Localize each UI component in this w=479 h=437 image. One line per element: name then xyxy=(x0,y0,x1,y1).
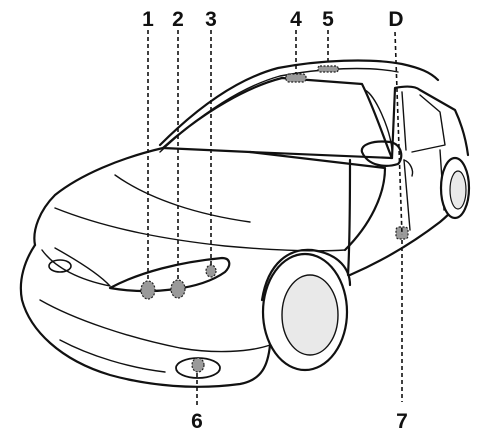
leader-D xyxy=(394,31,403,236)
callout-labels: 1 2 3 4 5 D 6 7 xyxy=(142,8,408,433)
hood-left-edge xyxy=(33,146,165,247)
side-window-frame xyxy=(390,85,470,160)
badge xyxy=(48,259,72,273)
roof-inner-line xyxy=(159,67,399,153)
rear-window xyxy=(401,91,446,153)
callout-4: 4 xyxy=(290,8,302,31)
a-pillar xyxy=(364,89,393,151)
callout-3: 3 xyxy=(205,8,217,31)
front-wheel-rim-edge xyxy=(281,274,339,356)
marker-7 xyxy=(395,226,409,240)
callout-7: 7 xyxy=(396,410,408,433)
bumper-intake xyxy=(59,339,166,373)
marker-6 xyxy=(191,357,205,373)
hood-front-edge xyxy=(54,207,346,252)
marker-5 xyxy=(317,65,339,73)
callout-1: 1 xyxy=(142,8,154,31)
grille xyxy=(41,247,111,287)
callout-6: 6 xyxy=(191,410,203,433)
side-mirror xyxy=(360,140,403,167)
hood-right-edge xyxy=(248,150,387,252)
rear-wheel-rim xyxy=(449,170,467,210)
door-handle xyxy=(403,159,414,177)
front-bumper xyxy=(19,243,272,388)
callout-D: D xyxy=(388,8,403,31)
bumper-lower-line xyxy=(39,299,271,353)
marker-3 xyxy=(205,264,217,278)
windshield xyxy=(161,76,394,160)
headlamp-housing xyxy=(108,256,231,293)
marker-1 xyxy=(140,280,156,300)
front-wheel-arch xyxy=(260,248,352,302)
front-wheel-rim xyxy=(282,275,338,355)
door-seams xyxy=(403,149,445,231)
callout-2: 2 xyxy=(172,8,184,31)
callout-5: 5 xyxy=(322,8,334,31)
wheels xyxy=(260,156,471,372)
leader-lines xyxy=(147,30,403,405)
front-door-edge xyxy=(346,158,352,277)
marker-4 xyxy=(285,73,307,83)
hood-crease xyxy=(114,174,251,223)
marker-2 xyxy=(170,279,186,299)
location-markers xyxy=(140,65,409,373)
